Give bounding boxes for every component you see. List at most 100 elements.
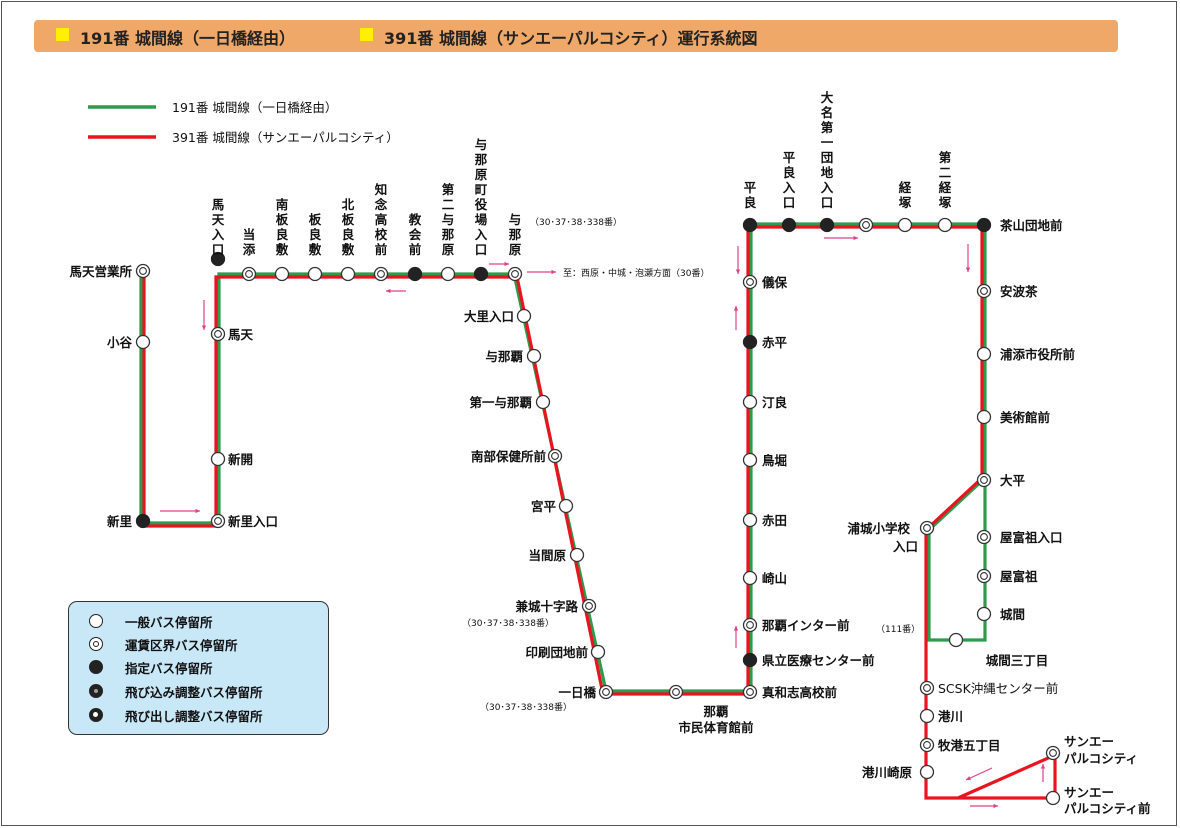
stop-label-char: 第 [939,150,952,165]
bus-stop-fare-boundary[interactable] [581,598,597,614]
bus-stop-regular[interactable] [516,308,532,324]
bus-stop-regular[interactable] [1045,790,1061,806]
stop-label: 鳥堀 [762,453,787,468]
bus-stop-fare-boundary[interactable] [241,266,257,282]
stop-label-char: 念 [375,197,388,212]
stop-label-char: 塚 [899,195,912,210]
bus-stop-regular[interactable] [307,266,323,282]
bus-stop-regular[interactable] [742,570,758,586]
bus-stop-fare-boundary[interactable] [210,513,226,529]
bus-stop-regular[interactable] [440,266,456,282]
bus-stop-designated[interactable] [407,266,423,282]
stop-label: 大里入口 [464,309,514,324]
stop-label: 宮平 [531,499,557,514]
bus-stop-fare-boundary[interactable] [858,217,874,233]
stop-label: 兼城十字路 [515,599,578,614]
bus-stop-fare-boundary[interactable] [668,684,684,700]
stop-label-vertical: 与那原 [509,212,522,257]
bus-stop-fare-boundary[interactable] [919,737,935,753]
bus-stop-regular[interactable] [742,512,758,528]
stop-label-char: 第 [821,120,834,135]
bus-stop-designated[interactable] [135,513,151,529]
bus-stop-designated[interactable] [210,251,226,267]
inner-ring [585,602,593,610]
bus-stop-fare-boundary[interactable] [210,326,226,342]
bus-stop-fare-boundary[interactable] [919,680,935,696]
bus-stop-fare-boundary[interactable] [373,266,389,282]
bus-stop-designated[interactable] [819,217,835,233]
bus-stop-designated[interactable] [742,334,758,350]
bus-stop-regular[interactable] [742,452,758,468]
bus-stop-fare-boundary[interactable] [547,448,563,464]
bus-stop-fare-boundary[interactable] [976,283,992,299]
bus-stop-regular[interactable] [897,217,913,233]
bus-stop-regular[interactable] [937,217,953,233]
bus-stop-regular[interactable] [948,632,964,648]
fare-boundary-stop-icon [89,637,103,651]
bus-stop-regular[interactable] [742,394,758,410]
bus-stop-fare-boundary[interactable] [135,263,151,279]
arrow-head [733,306,739,311]
bus-stop-regular[interactable] [976,606,992,622]
stop-label-char: 大 [821,90,834,105]
bus-stop-regular[interactable] [535,394,551,410]
stop-label: 美術館前 [1000,410,1051,425]
regular-stop-icon [742,512,758,528]
stop-label-char: 町 [475,182,488,197]
bus-stop-regular[interactable] [590,644,606,660]
bus-stop-regular[interactable] [210,451,226,467]
stop-label: SCSK沖縄センター前 [938,681,1058,696]
stop-label: 浦添市役所前 [1000,347,1076,362]
bus-stop-regular[interactable] [340,266,356,282]
stop-label-char: 口 [212,242,225,257]
bus-stop-fare-boundary[interactable] [742,684,758,700]
bus-stop-regular[interactable] [558,498,574,514]
bus-stop-designated[interactable] [976,217,992,233]
bus-stop-regular[interactable] [569,547,585,563]
bus-stop-fare-boundary[interactable] [742,617,758,633]
bus-stop-regular[interactable] [919,708,935,724]
bus-stop-fare-boundary[interactable] [919,520,935,536]
bus-stop-regular[interactable] [526,348,542,364]
legend-label: 運賃区界バス停留所 [125,637,238,653]
jump-out-stop-icon [89,708,103,722]
bus-stop-fare-boundary[interactable] [976,568,992,584]
bus-stop-fare-boundary[interactable] [507,266,523,282]
bus-stop-designated[interactable] [742,217,758,233]
bus-stop-fare-boundary[interactable] [976,529,992,545]
stop-label-char: 与 [509,212,522,227]
legend-row: 運賃区界バス停留所 [89,634,238,654]
yellow-square-icon [360,28,373,41]
stop-label-char: 二 [939,165,952,180]
regular-stop-icon [919,708,935,724]
regular-stop-icon [135,334,151,350]
bus-stop-regular[interactable] [919,764,935,780]
stop-label-char: 原 [475,167,488,182]
bus-stop-fare-boundary[interactable] [976,472,992,488]
stop-label: 印刷団地前 [525,645,588,660]
bus-stop-designated[interactable] [742,652,758,668]
bus-stop-designated[interactable] [781,217,797,233]
bus-stop-regular[interactable] [976,346,992,362]
stop-label-char: 良 [744,195,757,210]
regular-stop-icon [307,266,323,282]
bus-stop-regular[interactable] [976,409,992,425]
bus-stop-regular[interactable] [274,266,290,282]
title-route-391: 391番 城間線（サンエーパルコシティ）運行系統図 [384,29,758,48]
regular-stop-icon [937,217,953,233]
stop-label-char: 入 [475,227,488,242]
bus-stop-fare-boundary[interactable] [598,684,614,700]
route-note: （30･37･38･338番） [462,617,554,629]
route-191-legend-label: 191番 城間線（一日橋経由） [172,100,337,115]
bus-stop-designated[interactable] [473,266,489,282]
stop-label-char: 前 [409,242,422,257]
bus-stop-fare-boundary[interactable] [1045,745,1061,761]
stop-label: 馬天 [228,327,254,342]
bus-stop-regular[interactable] [135,334,151,350]
inner-ring [672,688,680,696]
regular-stop-icon [919,764,935,780]
bus-stop-fare-boundary[interactable] [742,274,758,290]
